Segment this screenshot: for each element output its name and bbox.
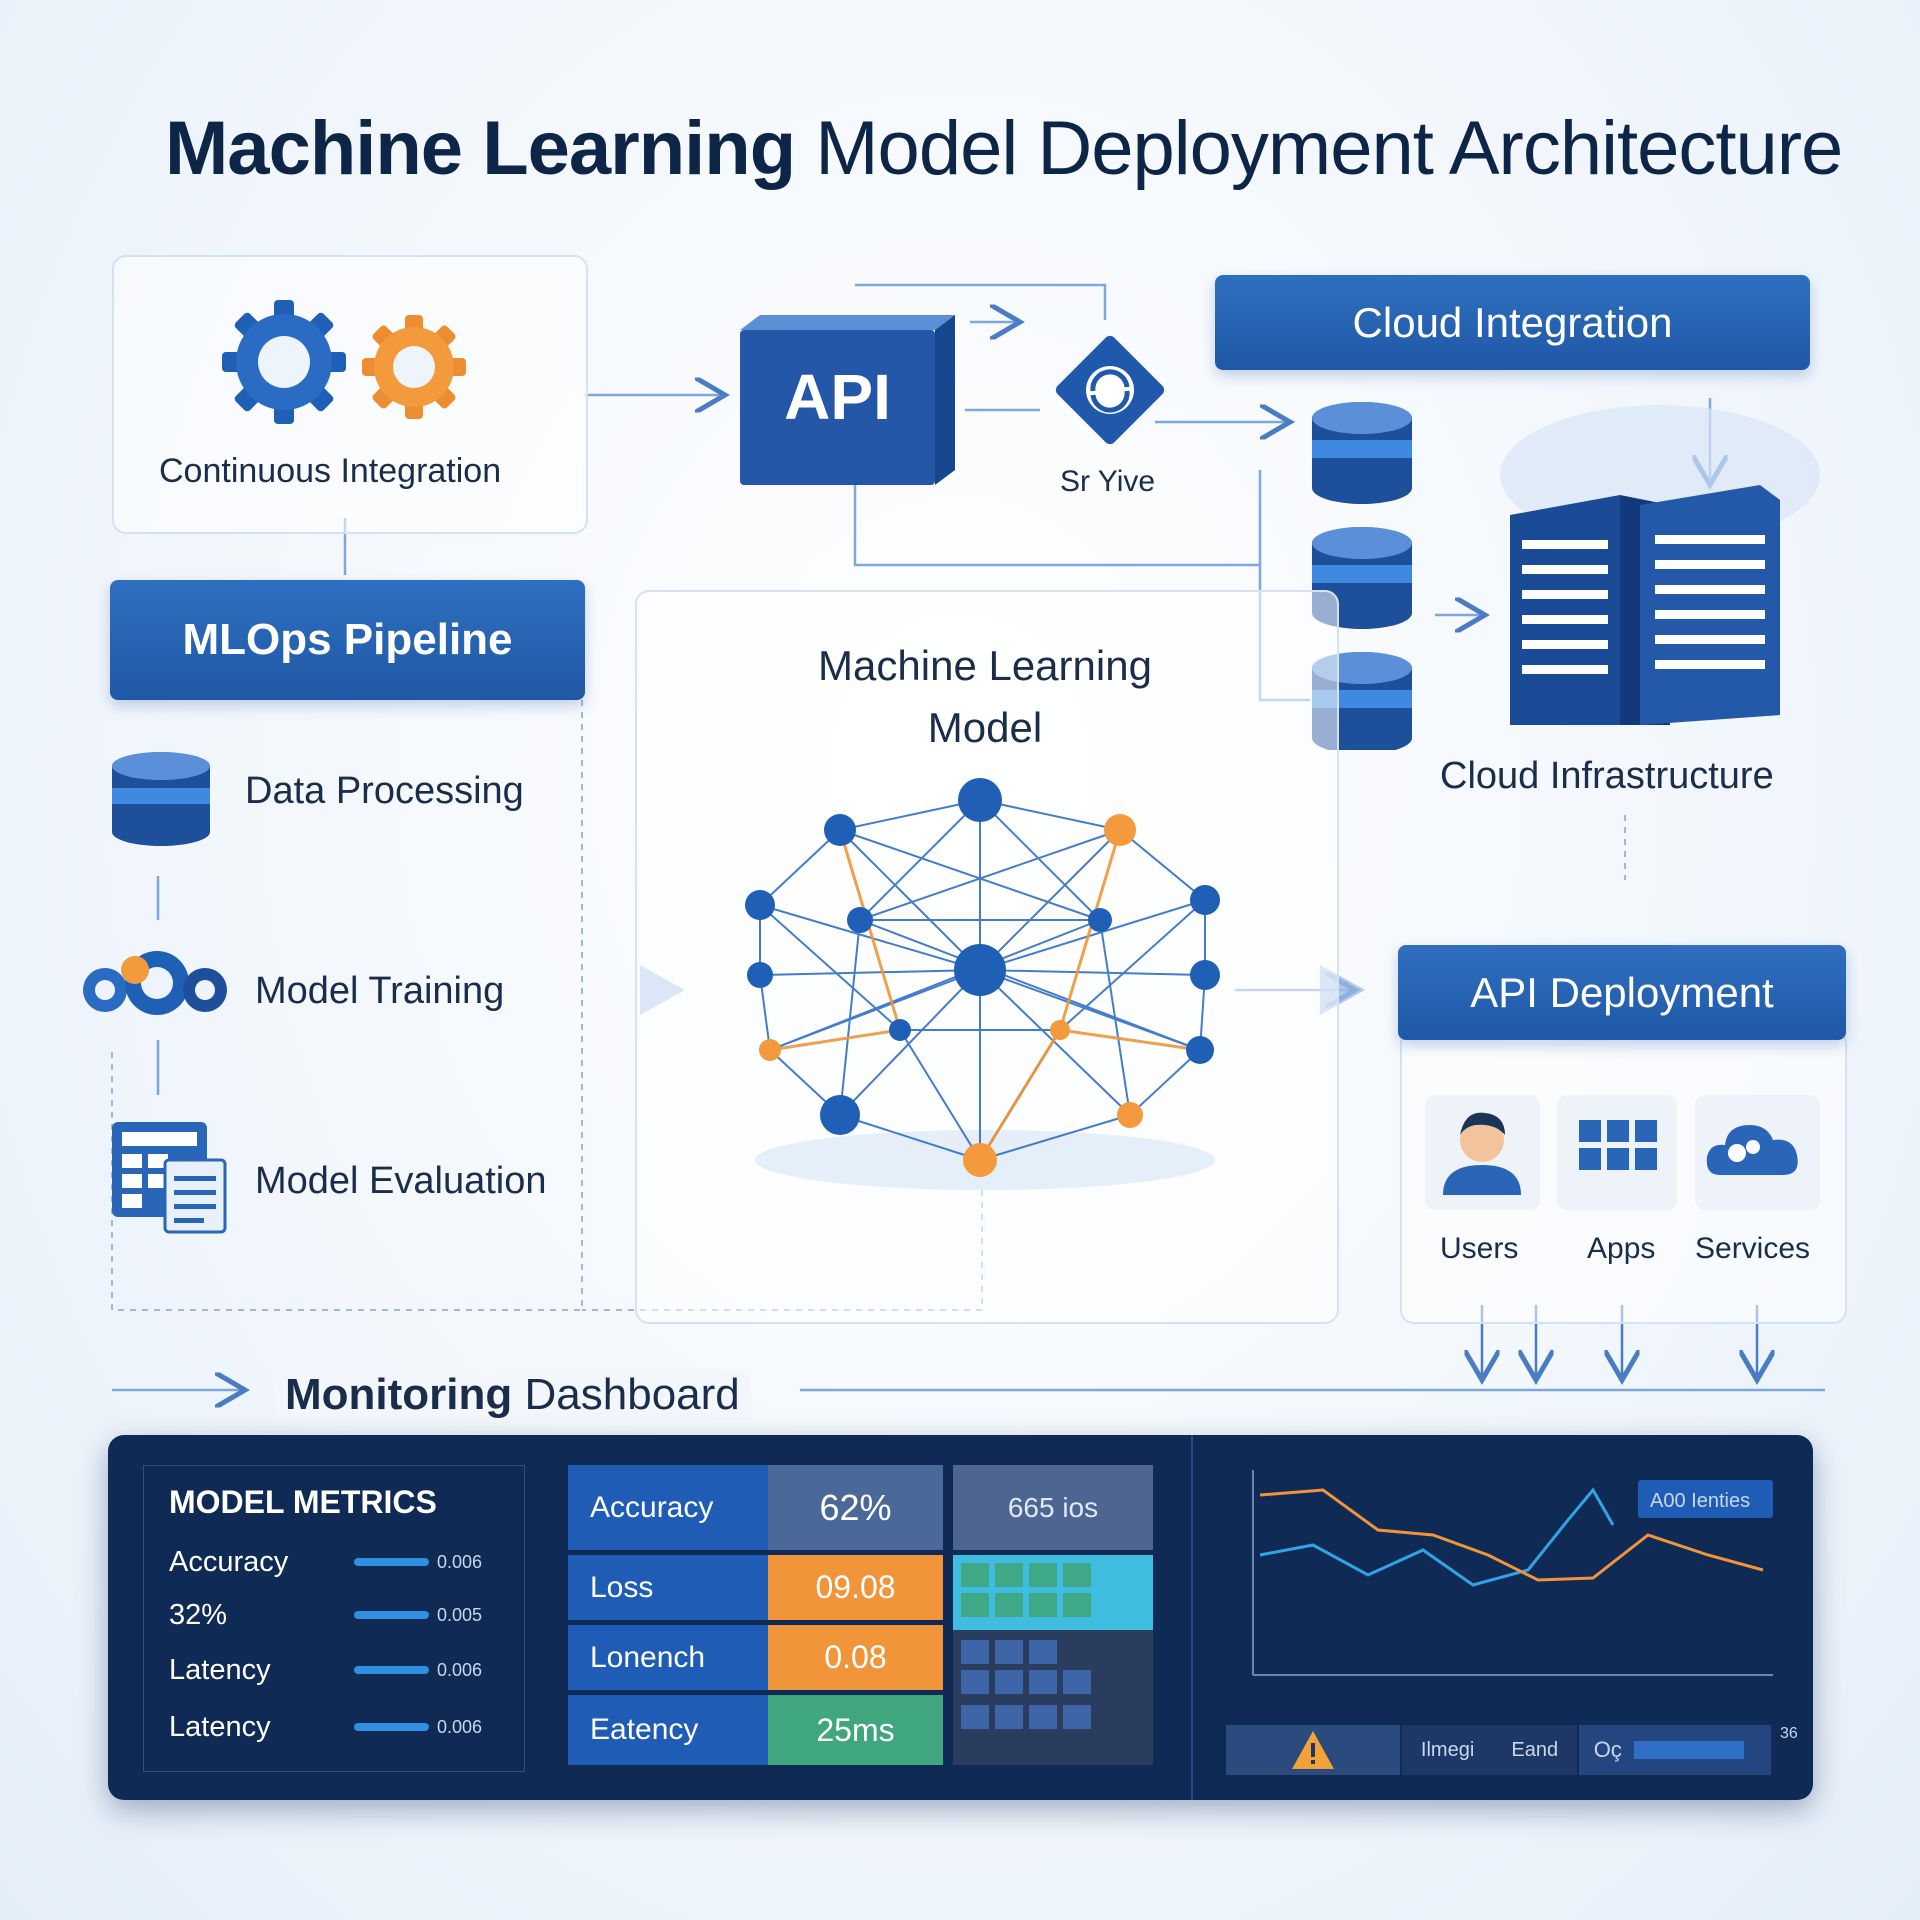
services-cloud-icon (1695, 1095, 1820, 1210)
table-value: 0.08 (768, 1625, 943, 1690)
api-cube (740, 315, 955, 485)
dashboard-divider (1191, 1435, 1193, 1800)
neural-network-icon (745, 778, 1220, 1190)
model-metrics-title: MODEL METRICS (169, 1484, 437, 1520)
data-processing-icon (112, 752, 210, 846)
metrics-line-chart (1252, 1470, 1773, 1676)
monitoring-heading: Monitoring Dashboard (275, 1370, 750, 1420)
metric-value: 0.005 (437, 1604, 483, 1625)
button-label: Oç (1593, 1737, 1622, 1762)
metric-bar (354, 1558, 429, 1566)
model-training-icon (83, 951, 227, 1015)
metric-bar (354, 1611, 429, 1619)
apps-icon (1557, 1095, 1677, 1210)
cloud-infra-label: Cloud Infrastructure (1440, 755, 1774, 797)
button-label: Eand (1511, 1738, 1559, 1761)
model-training-label: Model Training (255, 970, 505, 1012)
monitoring-heading-rest: Dashboard (524, 1370, 740, 1419)
serve-icon (1055, 335, 1165, 445)
table-value: 09.08 (768, 1555, 943, 1620)
server-rack-icon (1500, 405, 1820, 725)
warning-icon (1292, 1731, 1335, 1769)
warning-button[interactable] (1226, 1725, 1401, 1775)
metric-label: 32% (169, 1598, 228, 1631)
cloud-integration-header: Cloud Integration (1215, 275, 1810, 370)
metric-label: Latency (169, 1653, 271, 1686)
model-evaluation-label: Model Evaluation (255, 1160, 547, 1202)
data-processing-label: Data Processing (245, 770, 524, 812)
corner-value: 36 (1780, 1725, 1798, 1742)
chart-legend: A00 Ienties (1650, 1490, 1751, 1512)
users-icon (1425, 1095, 1540, 1210)
table-label: Eatency (568, 1695, 768, 1765)
api-label: API (784, 361, 891, 433)
metric-bar (354, 1723, 429, 1731)
ml-model-title-line2: Model (927, 704, 1043, 751)
metric-row: Latency 0.006 (144, 1696, 524, 1758)
title-bold: Machine Learning (165, 106, 796, 191)
metric-label: Accuracy (169, 1545, 289, 1578)
table-value: 25ms (768, 1695, 943, 1765)
users-label: Users (1440, 1232, 1519, 1265)
mlops-pipeline-header: MLOps Pipeline (110, 580, 585, 700)
table-label: Lonench (568, 1625, 768, 1690)
table-label: Loss (568, 1555, 768, 1620)
ci-panel: Continuous Integration (112, 255, 588, 534)
serve-label: Sr Yive (1060, 465, 1156, 498)
metric-label: Latency (169, 1710, 271, 1743)
metric-row: 32% 0.005 (144, 1584, 524, 1646)
table-top-right: 665 ios (953, 1465, 1153, 1550)
legend-button[interactable]: Ilmegi Eand (1400, 1725, 1576, 1775)
metric-value: 0.006 (437, 1551, 483, 1572)
dashboard-button-bar: Ilmegi Eand Oç (1226, 1725, 1772, 1775)
table-value: 62% (768, 1465, 943, 1550)
metrics-table: Accuracy 62% 665 ios Loss 09.08 Lonench … (568, 1465, 1153, 1785)
monitoring-dashboard: MODEL METRICS Accuracy 0.006 32% 0.005 L… (108, 1435, 1813, 1800)
apps-label: Apps (1587, 1232, 1656, 1265)
metric-row: Accuracy 0.006 (144, 1531, 524, 1593)
services-label: Services (1695, 1232, 1811, 1265)
status-bar (1633, 1741, 1744, 1759)
button-label: Ilmegi (1420, 1738, 1475, 1761)
metric-value: 0.006 (437, 1716, 483, 1737)
page-title: Machine Learning Model Deployment Archit… (165, 105, 1843, 192)
ml-model-title: Machine Learning Model (635, 635, 1335, 759)
metric-bar (354, 1666, 429, 1674)
table-label: Accuracy (568, 1465, 768, 1550)
status-button[interactable]: Oç (1576, 1725, 1772, 1775)
ci-label: Continuous Integration (159, 452, 502, 490)
api-deployment-header: API Deployment (1398, 945, 1846, 1040)
metric-row: Latency 0.006 (144, 1639, 524, 1701)
metric-value: 0.006 (437, 1659, 483, 1680)
title-rest: Model Deployment Architecture (815, 106, 1843, 191)
gears-icon (222, 300, 466, 424)
model-evaluation-icon (112, 1122, 227, 1234)
heatmap-grid (953, 1555, 1153, 1765)
ml-model-title-line1: Machine Learning (818, 642, 1152, 689)
monitoring-heading-bold: Monitoring (285, 1370, 513, 1419)
model-metrics-panel: MODEL METRICS Accuracy 0.006 32% 0.005 L… (143, 1465, 525, 1772)
